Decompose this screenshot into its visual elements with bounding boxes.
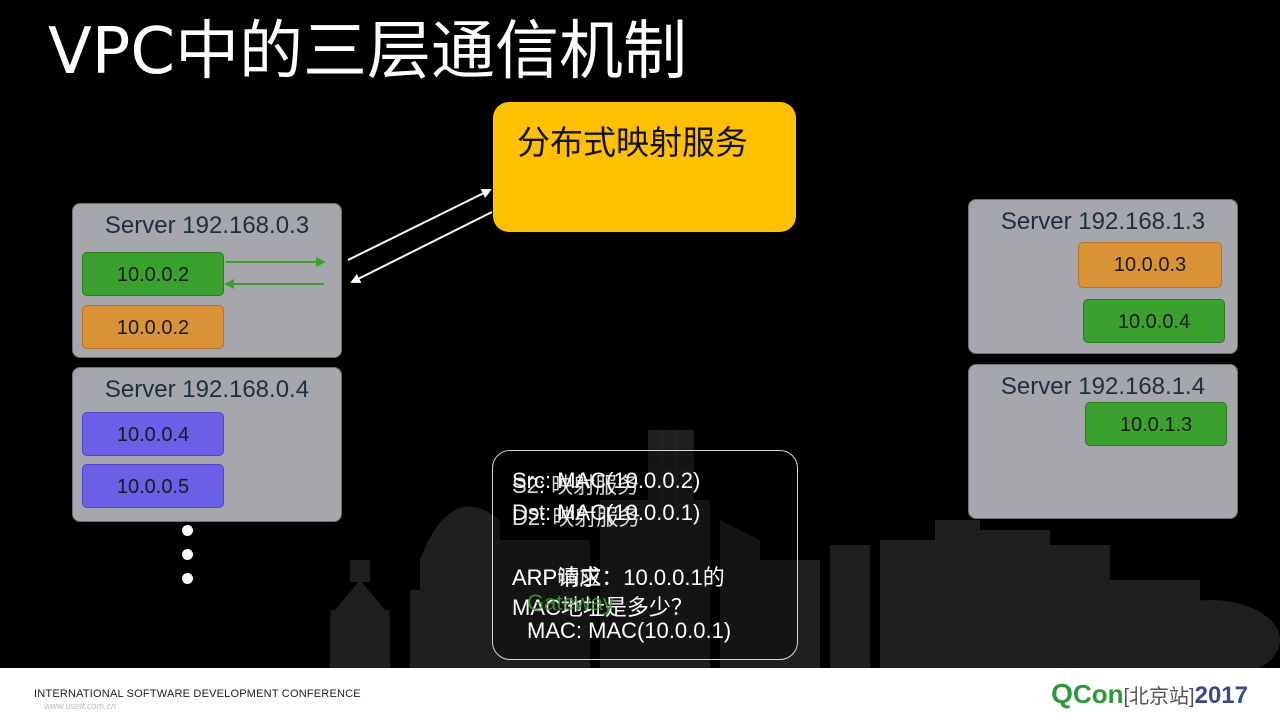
brand-q: Q <box>1051 678 1073 709</box>
info-line-mac: MAC: MAC(10.0.0.1) <box>527 618 732 643</box>
server-name: Server 192.168.0.4 <box>104 376 310 403</box>
watermark: www.useit.com.cn <box>44 701 117 711</box>
mapping-service-label: 分布式映射服务 <box>517 123 748 162</box>
vm-box: 10.0.0.5 <box>82 464 224 508</box>
page-title: VPC中的三层通信机制 <box>48 15 688 89</box>
info-line-d2: D2: 映射服务 <box>512 505 641 530</box>
info-line-gateway: Gateway <box>527 590 614 615</box>
mapping-service-box: 分布式映射服务 <box>493 102 796 232</box>
footer-bar: INTERNATIONAL SOFTWARE DEVELOPMENT CONFE… <box>0 668 1280 720</box>
packet-info-box: Src: MAC(10.0.0.2) S2: 映射服务 Dst: MAC(10.… <box>492 450 798 660</box>
more-servers-ellipsis <box>182 525 196 597</box>
vm-box: 10.0.1.3 <box>1085 402 1227 446</box>
server-name: Server 192.168.1.3 <box>1000 208 1206 235</box>
vm-box: 10.0.0.2 <box>82 305 224 349</box>
server-192-168-0-4: Server 192.168.0.4 10.0.0.4 10.0.0.5 <box>72 367 342 522</box>
server-name: Server 192.168.0.3 <box>104 212 310 239</box>
info-line-arp-question: MAC地址是多少？ <box>512 595 693 620</box>
conference-name: INTERNATIONAL SOFTWARE DEVELOPMENT CONFE… <box>34 688 361 700</box>
vm-box: 10.0.0.4 <box>82 412 224 456</box>
brand-year: 2017 <box>1194 682 1248 709</box>
vm-box: 10.0.0.2 <box>82 252 224 296</box>
brand-con: Con <box>1072 679 1124 709</box>
info-line-dst: Dst: MAC(10.0.0.1) <box>512 500 701 525</box>
brand-site: [北京站] <box>1123 686 1195 708</box>
qcon-logo: QCon[北京站]2017 <box>1051 678 1248 709</box>
info-line-s2: S2: 映射服务 <box>512 473 640 498</box>
server-192-168-1-3: Server 192.168.1.3 10.0.0.3 10.0.0.4 <box>968 199 1238 354</box>
server-192-168-1-4: Server 192.168.1.4 10.0.1.3 <box>968 364 1238 519</box>
info-line-arp-request: ARP请求：10.0.0.1的 <box>512 565 725 590</box>
server-name: Server 192.168.1.4 <box>1000 373 1206 400</box>
info-line-arp-response: ARP响应 <box>512 565 602 590</box>
server-192-168-0-3: Server 192.168.0.3 10.0.0.2 10.0.0.2 <box>72 203 342 358</box>
vm-box: 10.0.0.4 <box>1083 299 1225 343</box>
info-line-src: Src: MAC(10.0.0.2) <box>512 468 701 493</box>
vm-box: 10.0.0.3 <box>1078 242 1222 288</box>
